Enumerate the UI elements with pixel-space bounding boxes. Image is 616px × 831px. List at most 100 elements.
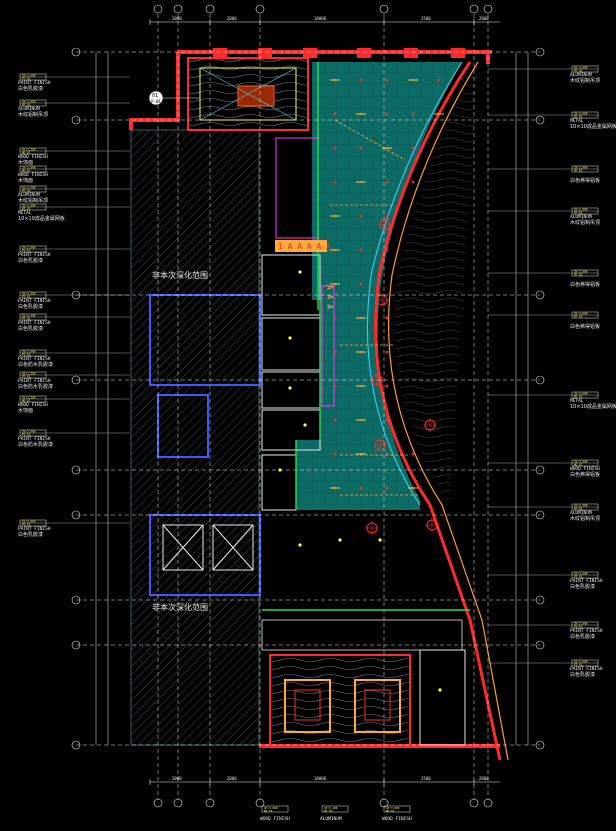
svg-text:CH:3,000: CH:3,000 [22, 350, 36, 354]
svg-text:白色乳胶漆: 白色乳胶漆 [18, 85, 43, 92]
svg-text:ALUMINUM: ALUMINUM [18, 192, 40, 198]
spotlight-icon [298, 543, 302, 547]
svg-text:PAINT FINISH: PAINT FINISH [570, 578, 603, 584]
spotlight-icon [288, 386, 292, 390]
svg-text:CH:3,000: CH:3,000 [22, 246, 36, 250]
svg-text:PAINT FINISH: PAINT FINISH [18, 436, 51, 442]
downlight-icon [359, 486, 363, 490]
svg-text:MT 03: MT 03 [324, 809, 333, 813]
dimension-label: 2800 [227, 776, 237, 781]
svg-text:木纹铝制吊顶: 木纹铝制吊顶 [18, 111, 48, 118]
dimension-label: 2500 [421, 776, 431, 781]
dimension-label: 10000 [314, 16, 327, 21]
svg-text:CH:3,000: CH:3,000 [386, 806, 400, 810]
svg-text:PT 01: PT 01 [22, 295, 31, 299]
svg-text:ALUMINUM: ALUMINUM [570, 72, 592, 78]
svg-text:WOOD FINISH: WOOD FINISH [18, 172, 48, 178]
downlight-icon [333, 452, 337, 456]
svg-text:MT 02: MT 02 [574, 395, 583, 399]
spotlight-icon [378, 538, 382, 542]
svg-text:白色弗得铝板: 白色弗得铝板 [570, 471, 600, 478]
svg-text:WOOD FINISH: WOOD FINISH [18, 402, 48, 408]
svg-text:CH:3,000: CH:3,000 [22, 204, 36, 208]
svg-text:木纹铝制吊顶: 木纹铝制吊顶 [570, 77, 600, 84]
spotlight-icon [338, 538, 342, 542]
downlight-icon [385, 384, 389, 388]
svg-text:CH:3,000: CH:3,000 [264, 806, 278, 810]
svg-text:PT 02: PT 02 [22, 433, 31, 437]
partitions [262, 62, 470, 611]
svg-text:PT 01: PT 01 [574, 625, 583, 629]
svg-text:白色弗得铝板: 白色弗得铝板 [570, 281, 600, 288]
svg-text:WD 01: WD 01 [574, 463, 583, 467]
downlight-icon [385, 486, 389, 490]
svg-text:MT 05: MT 05 [574, 315, 583, 319]
downlight-icon [385, 248, 389, 252]
svg-text:CH:3,000: CH:3,000 [574, 166, 588, 170]
svg-text:MT 03: MT 03 [574, 507, 583, 511]
svg-text:WOOD FINISH: WOOD FINISH [570, 466, 600, 472]
svg-text:白色防水乳胶漆: 白色防水乳胶漆 [18, 383, 53, 390]
svg-text:MT 02: MT 02 [574, 115, 583, 119]
svg-text:CH:3,200: CH:3,200 [22, 396, 36, 400]
svg-text:白色弗得铝板: 白色弗得铝板 [570, 323, 600, 330]
svg-text:白色乳胶漆: 白色乳胶漆 [570, 671, 595, 678]
svg-text:PAINT FINISH: PAINT FINISH [18, 378, 51, 384]
spotlight-icon [288, 336, 292, 340]
svg-text:白色乳胶漆: 白色乳胶漆 [18, 325, 43, 332]
spotlight-icon [438, 688, 442, 692]
svg-text:PT 01: PT 01 [574, 663, 583, 667]
dimension-label: 2000 [172, 776, 182, 781]
svg-text:MT 02: MT 02 [22, 207, 31, 211]
svg-text:CH:3,200: CH:3,200 [22, 148, 36, 152]
callout-sub: P-04 [151, 99, 161, 104]
svg-text:木饰面: 木饰面 [18, 407, 33, 414]
svg-text:CH:3,000: CH:3,000 [574, 572, 588, 576]
svg-text:CH:3,000: CH:3,000 [574, 622, 588, 626]
svg-text:白色乳胶漆: 白色乳胶漆 [570, 633, 595, 640]
svg-text:PT 01: PT 01 [22, 249, 31, 253]
svg-text:CH:3,000: CH:3,000 [22, 166, 36, 170]
grid-axes [76, 14, 540, 800]
downlight-icon [333, 112, 337, 116]
zone-label-lower: 非本次深化范围 [152, 602, 208, 612]
downlight-icon [333, 384, 337, 388]
svg-text:PT 02: PT 02 [22, 375, 31, 379]
svg-text:MT 03: MT 03 [574, 69, 583, 73]
downlight-icon [411, 452, 415, 456]
dimension-label: 2500 [421, 16, 431, 21]
svg-text:CH:3,000: CH:3,000 [22, 100, 36, 104]
svg-text:PT 02: PT 02 [22, 353, 31, 357]
bottom-room [269, 654, 411, 746]
svg-text:10×10成品金属网板: 10×10成品金属网板 [18, 215, 65, 222]
callout-tag: 01 [152, 93, 158, 99]
dimension-label: 2800 [479, 776, 489, 781]
svg-text:WD 01: WD 01 [22, 151, 31, 155]
svg-text:WOOD FINISH: WOOD FINISH [260, 816, 290, 822]
vertical-text: A A A [325, 285, 334, 309]
svg-text:10×10成品金属网板: 10×10成品金属网板 [570, 403, 616, 410]
spotlight-icon [298, 270, 302, 274]
svg-text:CH:3,000: CH:3,000 [22, 74, 36, 78]
svg-text:木纹铝制吊顶: 木纹铝制吊顶 [18, 197, 48, 204]
dimension-label: 2800 [227, 16, 237, 21]
banner-text: 1 A A A A A [278, 242, 331, 251]
downlight-icon [359, 248, 363, 252]
svg-text:MT 03: MT 03 [574, 211, 583, 215]
downlight-icon [385, 180, 389, 184]
svg-text:WD 01: WD 01 [264, 809, 273, 813]
